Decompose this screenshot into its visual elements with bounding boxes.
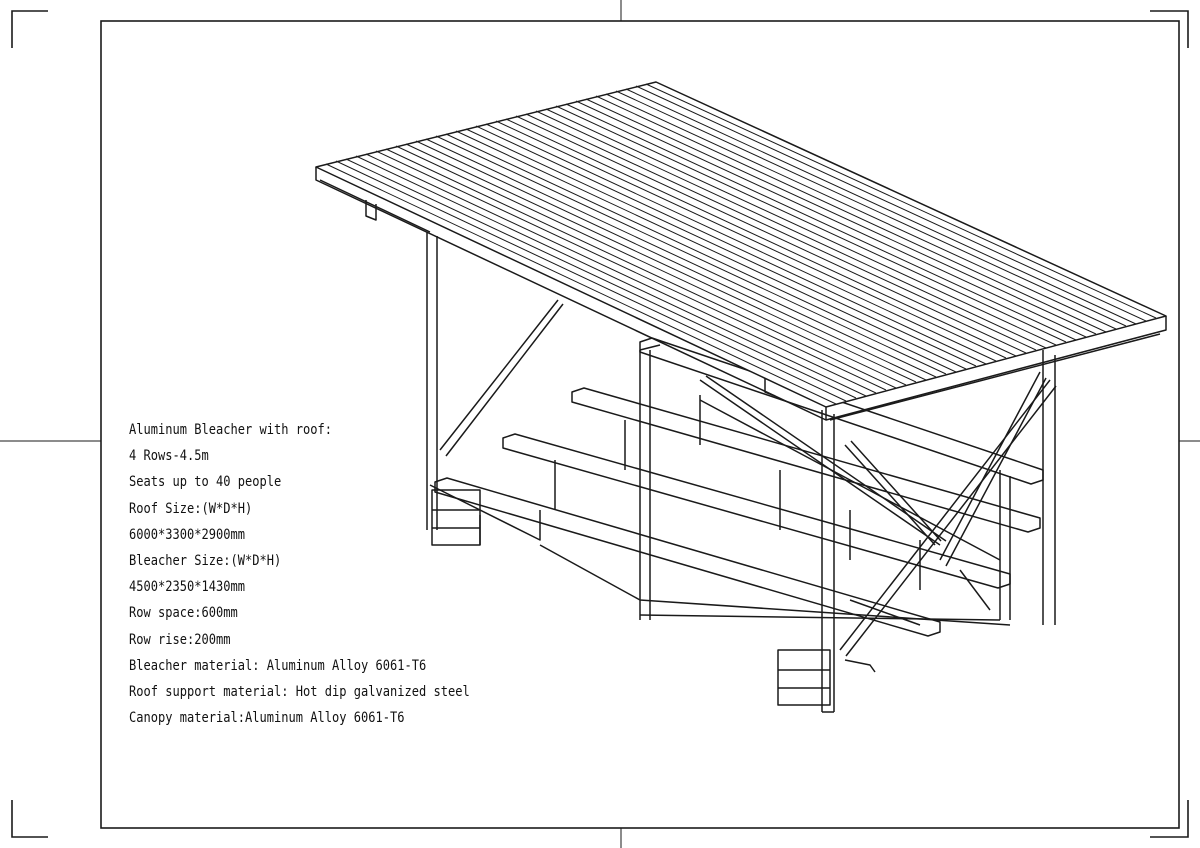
bleacher-base-rear: [639, 399, 1001, 621]
spec-capacity: Seats up to 40 people: [129, 474, 282, 491]
roof-front-fascia: [315, 167, 1167, 421]
roof-corrugation-ribs: [325, 83, 1157, 405]
rear-frame-right: [999, 470, 1011, 620]
front-right-brace: [839, 379, 1057, 657]
crop-mark-bottom-left: [11, 800, 48, 838]
front-right-post: [821, 410, 835, 713]
spec-row-rise: Row rise:200mm: [129, 631, 231, 648]
left-foot-block: [431, 489, 481, 546]
crop-mark-bottom-right: [1150, 800, 1189, 838]
bench-step-front: [849, 599, 921, 626]
bench-row-1-end: [844, 659, 876, 673]
roof-canopy: [315, 81, 1167, 421]
roof-front-beam: [764, 333, 1161, 421]
crop-mark-top-right: [1150, 10, 1189, 48]
bleacher-frame: [429, 350, 1011, 626]
spec-canopy-material: Canopy material:Aluminum Alloy 6061-T6: [129, 710, 405, 727]
crop-mark-top-left: [11, 10, 48, 48]
frame-diagonal: [844, 440, 942, 546]
roof-left-rafter: [319, 179, 431, 233]
spec-roof-size-value: 6000*3300*2900mm: [129, 526, 245, 543]
step-risers: [554, 395, 921, 590]
spec-bleacher-size-value: 4500*2350*1430mm: [129, 579, 245, 596]
roof-mid-beam: [639, 344, 661, 351]
spec-row-space: Row space:600mm: [129, 605, 238, 622]
roof-top-surface: [315, 81, 1167, 408]
spec-bleacher-material: Bleacher material: Aluminum Alloy 6061-T…: [129, 657, 427, 674]
bench-row-1: [434, 477, 941, 637]
spec-roof-support-material: Roof support material: Hot dip galvanize…: [129, 683, 470, 700]
front-foot-block: [777, 649, 831, 706]
bench-row-3: [571, 387, 1041, 533]
spec-bleacher-size-label: Bleacher Size:(W*D*H): [129, 552, 282, 569]
spec-title: Aluminum Bleacher with roof:: [129, 422, 332, 438]
rear-frame-left: [639, 350, 651, 620]
spec-roof-size-label: Roof Size:(W*D*H): [129, 500, 253, 517]
back-left-brace: [439, 299, 564, 457]
frame-diagonal-short: [959, 569, 991, 611]
drawing-border: [100, 20, 1180, 829]
spec-rows: 4 Rows-4.5m: [129, 448, 209, 465]
spec-list: Aluminum Bleacher with roof: 4 Rows-4.5m…: [129, 417, 470, 731]
front-support-frame: [431, 379, 1057, 713]
bleacher-base-left: [429, 484, 1011, 626]
bench-row-2: [502, 433, 1011, 589]
bleacher-illustration: [315, 81, 1167, 713]
back-right-post: [1042, 350, 1056, 625]
